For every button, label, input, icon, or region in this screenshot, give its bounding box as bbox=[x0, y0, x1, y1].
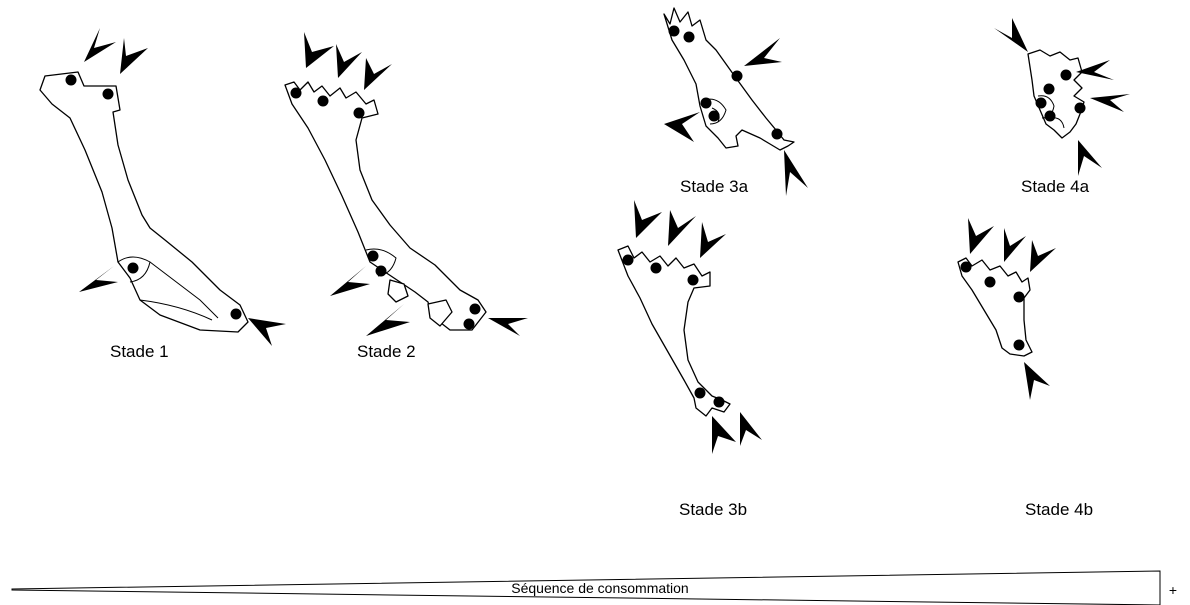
consumption-sequence-bar: Séquence de consommation + bbox=[11, 570, 1177, 605]
stage-4a-bone bbox=[1027, 49, 1085, 139]
stage-3b-bone bbox=[617, 245, 731, 417]
stage-4a-illustration bbox=[994, 18, 1130, 176]
stage-1-bone bbox=[39, 71, 249, 333]
stage-label-4b: Stade 4b bbox=[1025, 500, 1093, 519]
sequence-label: Séquence de consommation bbox=[511, 580, 688, 596]
stage-label-1: Stade 1 bbox=[110, 342, 169, 361]
stage-label-4a: Stade 4a bbox=[1021, 177, 1090, 196]
stage-1-illustration bbox=[39, 28, 286, 346]
stage-label-2: Stade 2 bbox=[357, 342, 416, 361]
stage-label-3b: Stade 3b bbox=[679, 500, 747, 519]
stage-2-illustration bbox=[284, 32, 528, 336]
stage-label-3a: Stade 3a bbox=[680, 177, 749, 196]
sequence-plus-symbol: + bbox=[1169, 582, 1177, 598]
sequence-wedge bbox=[11, 570, 1161, 605]
stage-3a-bone bbox=[663, 7, 795, 151]
stage-3a-illustration bbox=[663, 7, 808, 196]
stage-4b-illustration bbox=[957, 218, 1056, 400]
stage-2-bone bbox=[284, 81, 487, 331]
stage-3b-illustration bbox=[617, 200, 762, 454]
